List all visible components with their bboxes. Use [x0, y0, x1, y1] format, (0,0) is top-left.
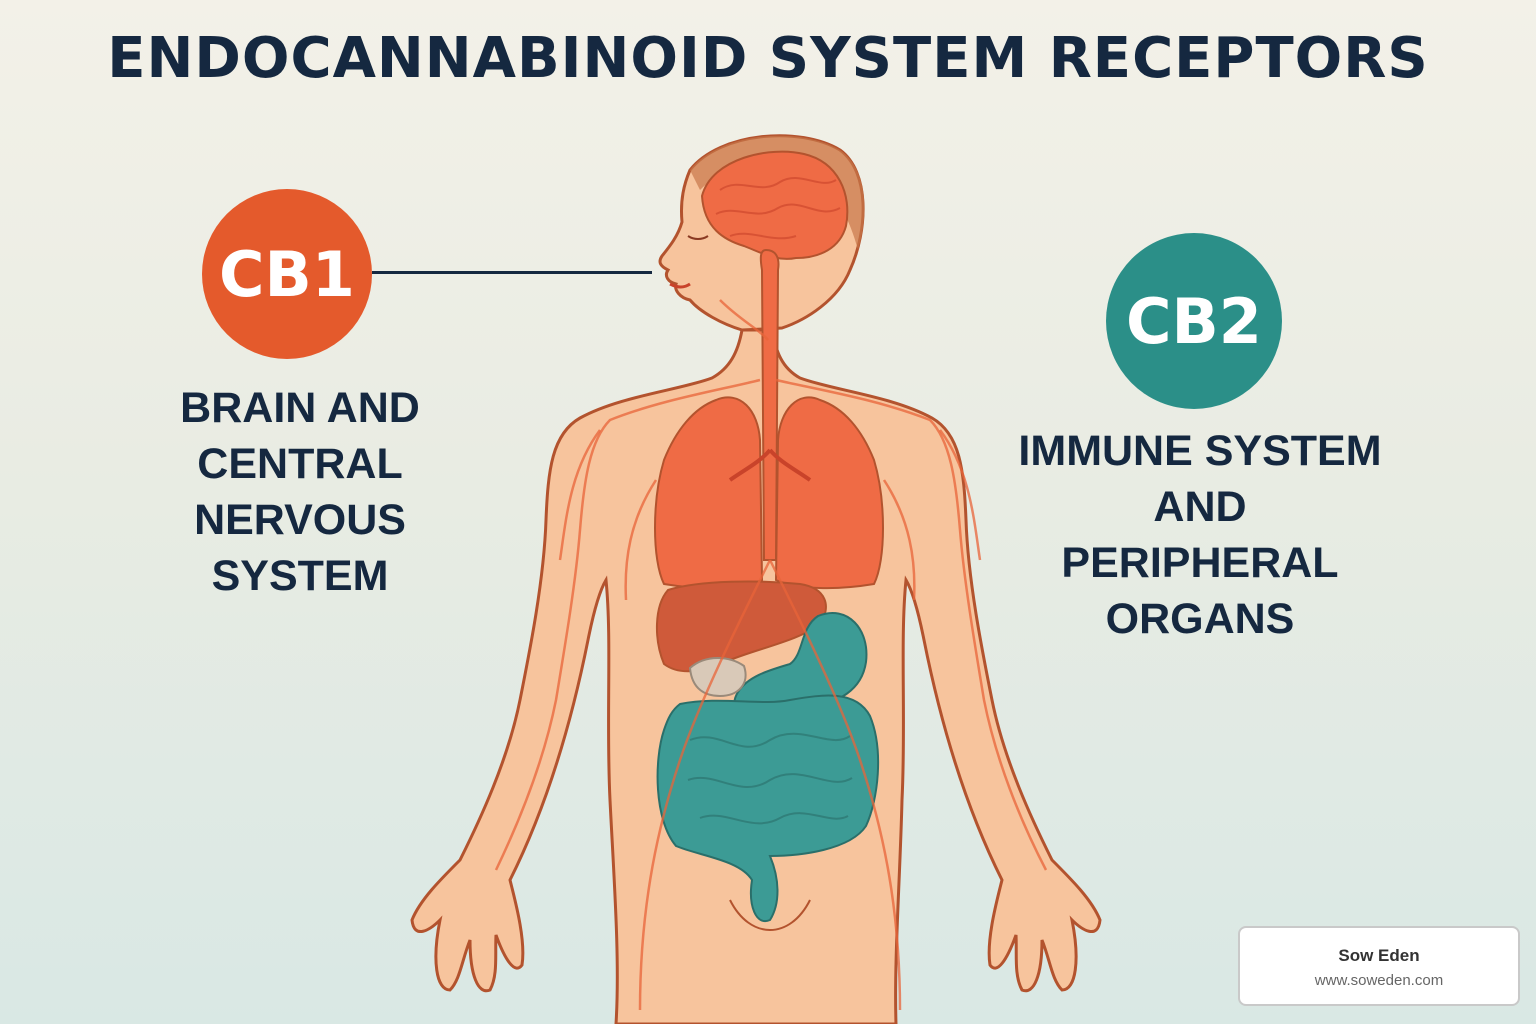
- credit-box: Sow Eden www.soweden.com: [1238, 926, 1520, 1006]
- cb2-description-line: ORGANS: [1105, 595, 1295, 643]
- cb1-label: CB1: [219, 237, 355, 311]
- credit-url[interactable]: www.soweden.com: [1314, 972, 1444, 989]
- cb2-badge: CB2: [1106, 233, 1282, 409]
- intestines-organ: [656, 694, 880, 923]
- nerve-network: [494, 299, 1048, 1011]
- brain-organ: [700, 150, 849, 260]
- cb1-description-line: BRAIN AND: [180, 384, 420, 432]
- mouth-icon: [669, 282, 691, 289]
- eye-icon: [687, 235, 709, 240]
- cb2-description-line: AND PERIPHERAL: [1061, 483, 1339, 587]
- credit-name: Sow Eden: [1338, 946, 1420, 965]
- cb1-badge: CB1: [202, 189, 372, 359]
- spinal-cord: [759, 248, 780, 561]
- cb2-description: IMMUNE SYSTEM AND PERIPHERAL ORGANS: [1010, 423, 1390, 647]
- cb2-label: CB2: [1126, 284, 1262, 358]
- cb1-connector-line: [372, 271, 652, 274]
- right-lung-organ: [774, 396, 884, 590]
- bronchi: [728, 448, 812, 482]
- cb1-description: BRAIN AND CENTRAL NERVOUS SYSTEM: [100, 380, 500, 604]
- brain-folds: [715, 177, 841, 240]
- pancreas-organ: [688, 657, 747, 698]
- page-title: ENDOCANNABINOID SYSTEM RECEPTORS: [107, 26, 1429, 91]
- human-body-icon: [410, 134, 1102, 1024]
- liver-organ: [656, 580, 827, 673]
- cb1-description-line: CENTRAL NERVOUS: [194, 440, 406, 544]
- left-lung-organ: [654, 396, 764, 590]
- intestine-folds: [687, 732, 853, 825]
- cb1-description-line: SYSTEM: [211, 552, 389, 600]
- pelvis-line: [729, 899, 811, 931]
- cb2-description-line: IMMUNE SYSTEM: [1018, 427, 1382, 475]
